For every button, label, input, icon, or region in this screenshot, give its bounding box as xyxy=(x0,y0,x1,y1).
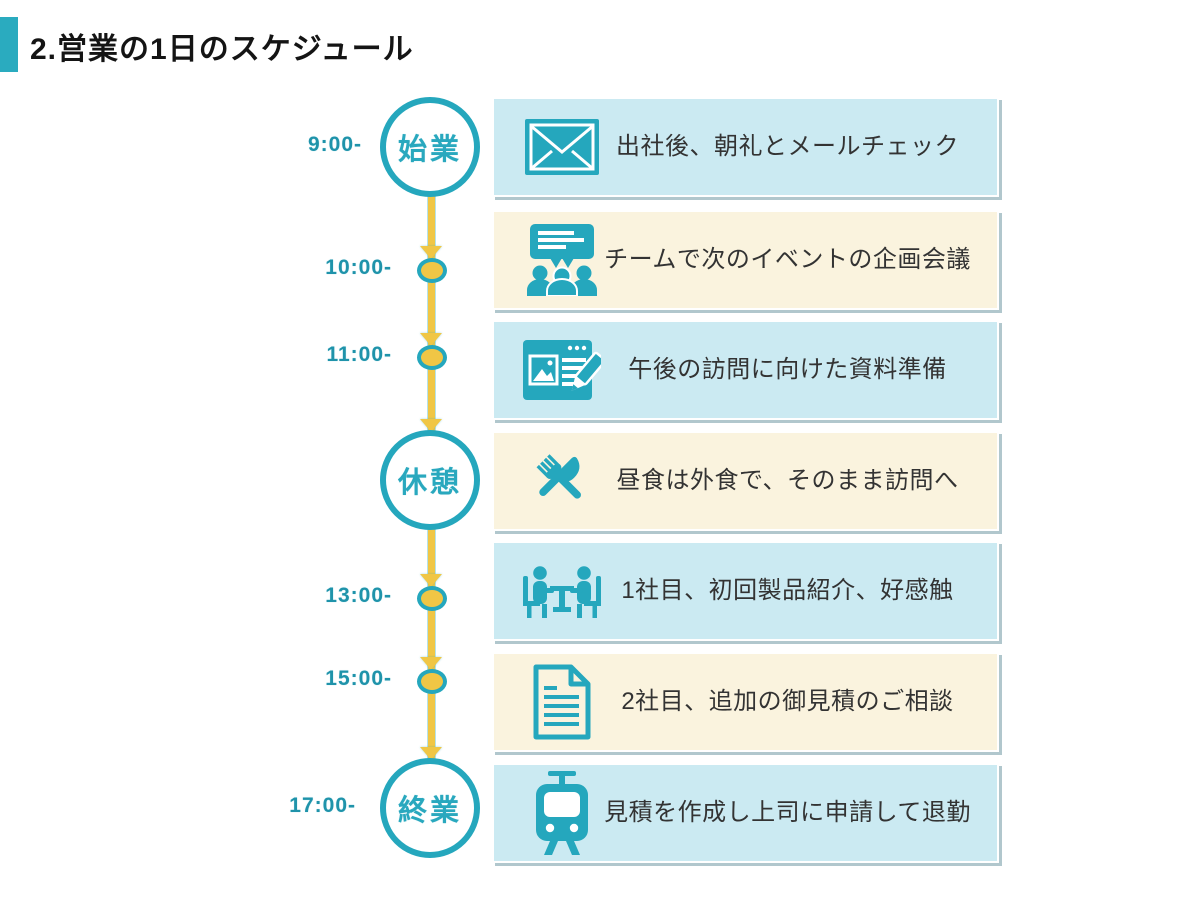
timeline-dot-10 xyxy=(417,258,447,283)
time-label-1300: 13:00- xyxy=(325,584,392,607)
milestone-label: 始業 xyxy=(397,134,462,166)
milestone-label: 終業 xyxy=(397,795,462,827)
timeline-line xyxy=(428,529,435,760)
title-accent-bar xyxy=(0,17,18,72)
arrow-down-icon xyxy=(420,246,442,259)
timeline-dot-13 xyxy=(417,586,447,611)
mail-icon xyxy=(522,108,602,186)
client-meeting-icon xyxy=(522,552,602,630)
schedule-card: 2社目、追加の御見積のご相談 xyxy=(492,652,999,752)
document-icon xyxy=(522,663,602,741)
cutlery-icon xyxy=(522,442,602,520)
time-label-0900: 9:00- xyxy=(307,133,362,156)
arrow-down-icon xyxy=(420,657,442,670)
timeline-dot-15 xyxy=(417,669,447,694)
timeline-line xyxy=(428,196,435,432)
time-label-1500: 15:00- xyxy=(325,667,392,690)
train-icon xyxy=(522,771,602,855)
card-text: 見積を作成し上司に申請して退勤 xyxy=(604,799,971,826)
arrow-down-icon xyxy=(420,574,442,587)
schedule-card: 見積を作成し上司に申請して退勤 xyxy=(492,763,999,863)
timeline-dot-11 xyxy=(417,345,447,370)
milestone-break: 休憩 xyxy=(380,430,480,530)
schedule-card: 1社目、初回製品紹介、好感触 xyxy=(492,541,999,641)
milestone-start: 始業 xyxy=(380,97,480,197)
schedule-card: チームで次のイベントの企画会議 xyxy=(492,210,999,310)
milestone-label: 休憩 xyxy=(397,467,462,499)
document-edit-icon xyxy=(522,331,602,409)
time-label-1000: 10:00- xyxy=(325,256,392,279)
arrow-down-icon xyxy=(420,333,442,346)
card-text: 午後の訪問に向けた資料準備 xyxy=(628,356,947,383)
page-title: 2.営業の1日のスケジュール xyxy=(30,33,414,66)
team-meeting-icon xyxy=(522,221,602,299)
schedule-card: 午後の訪問に向けた資料準備 xyxy=(492,320,999,420)
card-text: 昼食は外食で、そのまま訪問へ xyxy=(616,467,959,494)
time-label-1700: 17:00- xyxy=(289,794,356,817)
schedule-card: 昼食は外食で、そのまま訪問へ xyxy=(492,431,999,531)
arrow-down-icon xyxy=(420,419,442,432)
card-text: 出社後、朝礼とメールチェック xyxy=(616,133,959,160)
arrow-down-icon xyxy=(420,747,442,760)
time-label-1100: 11:00- xyxy=(326,343,392,366)
schedule-card: 出社後、朝礼とメールチェック xyxy=(492,97,999,197)
card-text: 1社目、初回製品紹介、好感触 xyxy=(621,577,954,604)
card-text: 2社目、追加の御見積のご相談 xyxy=(621,688,954,715)
card-text: チームで次のイベントの企画会議 xyxy=(604,246,971,273)
milestone-end: 終業 xyxy=(380,758,480,858)
